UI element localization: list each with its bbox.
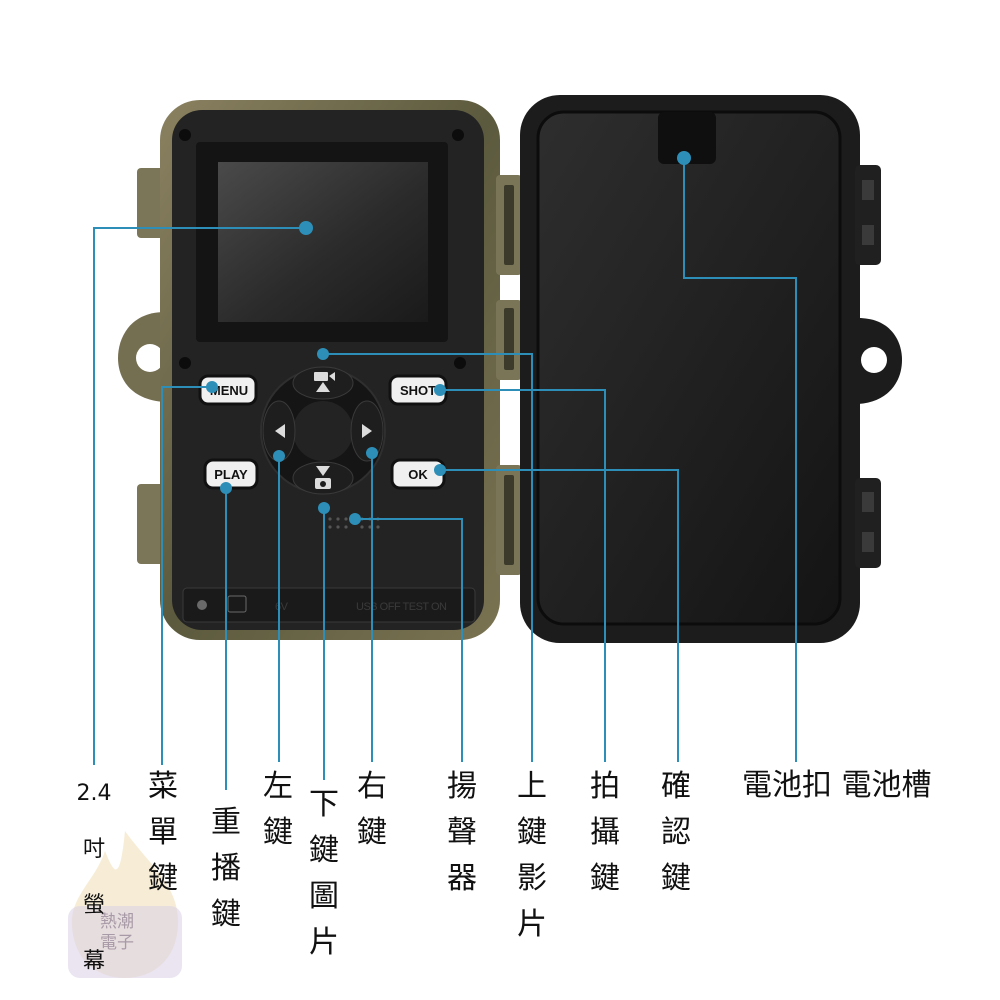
battery-latch: [658, 112, 716, 164]
d-pad[interactable]: [260, 366, 386, 495]
sd-card-icon: [227, 595, 247, 613]
callout-speaker: 揚 聲 器: [447, 769, 477, 896]
video-icon: [314, 372, 328, 381]
leader-lines: [93, 158, 797, 790]
lcd-screen: [218, 162, 428, 322]
callout-right-key: 右 鍵: [357, 769, 387, 850]
screw: [179, 129, 191, 141]
camera-body: MENU SHOT PLAY OK 6V USB: [118, 100, 500, 640]
play-button-label: PLAY: [214, 467, 248, 482]
triangle-down-icon: [316, 466, 330, 476]
lock-latch-top: [855, 165, 881, 265]
leader-shot: [440, 389, 606, 762]
port-switch-label: USB OFF TEST ON: [356, 601, 447, 613]
screw: [452, 129, 464, 141]
screw: [197, 600, 207, 610]
battery-slot: [536, 110, 842, 626]
flame-watermark-icon: [68, 831, 182, 978]
leader-up: [323, 353, 533, 762]
callout-menu-key: 菜 單 鍵: [148, 769, 178, 896]
battery-lid: [520, 95, 902, 643]
callout-shot-key: 拍 攝 鍵: [590, 769, 620, 896]
leader-battery: [683, 158, 797, 762]
shot-button[interactable]: SHOT: [388, 374, 448, 406]
lock-latch-bottom: [855, 478, 881, 568]
callout-ok-key: 確 認 鍵: [661, 769, 691, 896]
leader-speaker: [355, 518, 463, 762]
shot-button-label: SHOT: [400, 383, 436, 398]
menu-button-label: MENU: [210, 383, 248, 398]
bottom-port-strip: [182, 587, 476, 623]
triangle-right-icon: [362, 424, 372, 438]
hinges: [496, 175, 522, 575]
callout-left-key: 左 鍵: [263, 769, 293, 850]
triangle-left-icon: [275, 424, 285, 438]
screw: [454, 357, 466, 369]
up-key[interactable]: [292, 366, 354, 400]
leader-ok: [440, 469, 679, 762]
callout-screen: 2.4 吋 螢 幕: [76, 781, 112, 974]
mount-hole-left: [136, 344, 164, 372]
watermark-text: 熱潮 電子: [100, 912, 134, 953]
screw: [179, 357, 191, 369]
callout-up-key: 上 鍵 影 片: [517, 769, 547, 942]
mount-hole-right: [861, 347, 887, 373]
voltage-label: 6V: [275, 601, 289, 613]
leader-menu: [161, 386, 212, 765]
leader-dots: [206, 151, 691, 525]
callout-down-key: 下 鍵 圖 片: [309, 787, 339, 960]
play-button[interactable]: PLAY: [203, 458, 259, 490]
down-key[interactable]: [292, 461, 354, 495]
callout-battery: 電池扣 電池槽: [742, 768, 932, 803]
triangle-up-icon: [316, 382, 330, 392]
ok-button-label: OK: [408, 467, 428, 482]
callout-play-key: 重 播 鍵: [211, 805, 241, 932]
leader-screen: [93, 227, 306, 765]
right-key[interactable]: [350, 400, 384, 462]
